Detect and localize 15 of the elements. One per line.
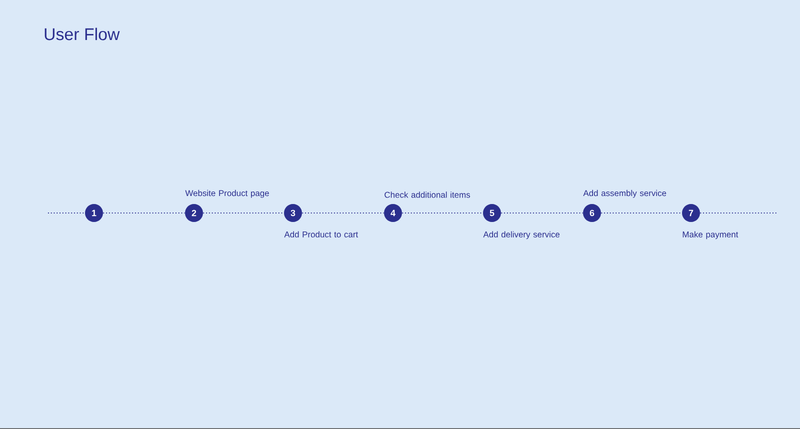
step-label: Add Product to cart: [284, 231, 358, 238]
step-label: Make payment: [682, 231, 738, 240]
connector-line: [600, 212, 682, 214]
connector-line: [202, 212, 284, 214]
title: User Flow: [44, 28, 120, 40]
step-label: Add assembly service: [583, 190, 666, 198]
connector-line: [700, 212, 778, 214]
connector-line: [500, 212, 584, 214]
connector-line: [48, 212, 86, 214]
connector-line: [102, 212, 186, 214]
connector-line: [302, 212, 384, 214]
step-label: Check additional items: [384, 192, 470, 198]
connector-line: [402, 212, 484, 214]
step-label: Add delivery service: [483, 231, 560, 240]
step-label: Website Product page: [185, 190, 269, 198]
